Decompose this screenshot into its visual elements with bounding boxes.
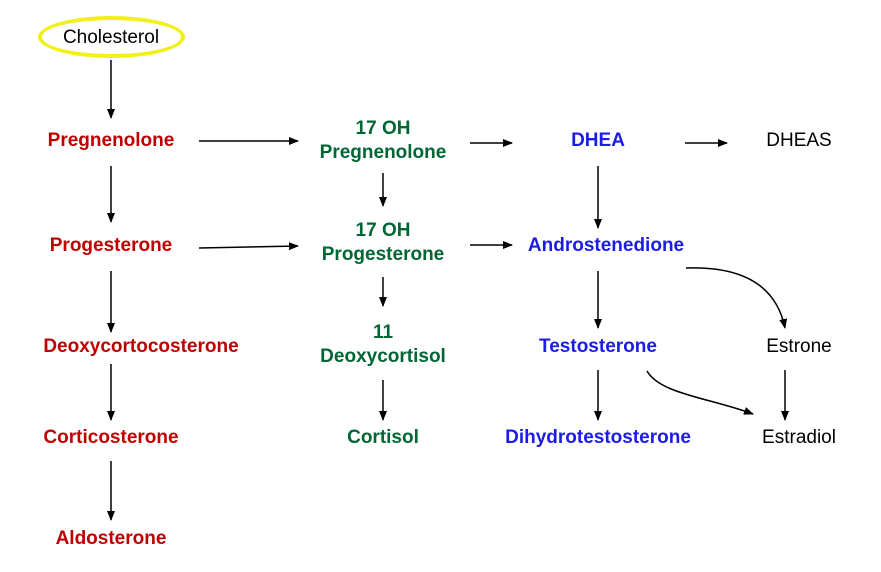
- node-aldosterone: Aldosterone: [55, 528, 167, 549]
- node-17oh-pregnenolone: 17 OH Pregnenolone: [320, 117, 447, 165]
- node-dhea: DHEA: [571, 130, 625, 151]
- cholesterol-highlight-ellipse: [38, 16, 185, 58]
- node-dihydrotestosterone: Dihydrotestosterone: [505, 427, 691, 448]
- node-deoxycorticosterone: Deoxycortocosterone: [43, 336, 239, 357]
- arrow-androstenedione-estrone: [685, 267, 788, 329]
- node-11-deoxycortisol: 11 Deoxycortisol: [320, 321, 446, 369]
- node-androstenedione: Androstenedione: [527, 235, 685, 256]
- node-progesterone: Progesterone: [49, 235, 173, 256]
- node-17oh-progesterone-line1: 17 OH: [355, 220, 411, 241]
- node-17oh-pregnenolone-line1: 17 OH: [355, 118, 411, 139]
- node-estrone: Estrone: [766, 336, 832, 357]
- arrow-testosterone-estradiol: [646, 370, 754, 415]
- node-11-deoxycortisol-line2: Deoxycortisol: [320, 346, 446, 367]
- node-17oh-pregnenolone-line2: Pregnenolone: [319, 142, 447, 163]
- node-cortisol: Cortisol: [347, 427, 419, 448]
- node-corticosterone: Corticosterone: [43, 427, 179, 448]
- arrow-progesterone-17oh-progesterone: [198, 242, 299, 251]
- node-11-deoxycortisol-line1: 11: [372, 322, 394, 343]
- node-pregnenolone: Pregnenolone: [47, 130, 175, 151]
- node-cholesterol: Cholesterol: [62, 27, 160, 48]
- node-dheas: DHEAS: [766, 130, 832, 151]
- node-17oh-progesterone-line2: Progesterone: [321, 244, 445, 265]
- node-17oh-progesterone: 17 OH Progesterone: [322, 219, 444, 267]
- node-testosterone: Testosterone: [539, 336, 657, 357]
- node-estradiol: Estradiol: [762, 427, 836, 448]
